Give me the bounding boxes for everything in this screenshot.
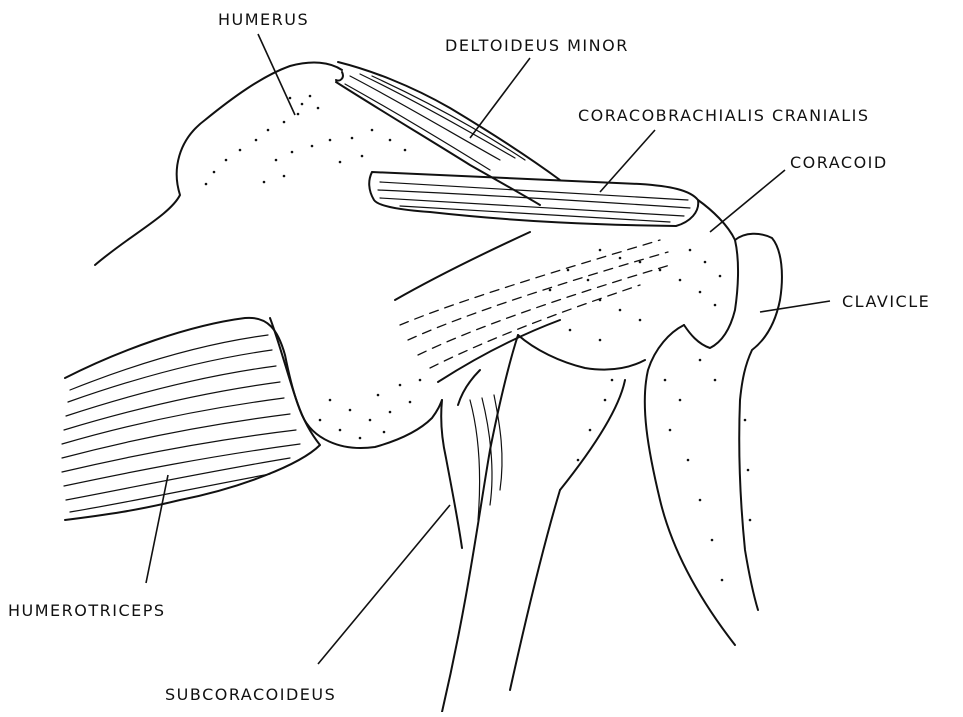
label-coracobrachialis-cranialis: CORACOBRACHIALIS CRANIALIS — [578, 108, 870, 124]
leader-coracoid — [710, 170, 785, 232]
leader-deltoideus-minor — [470, 58, 530, 138]
sternum-right-edge — [510, 490, 560, 690]
leader-humerus — [258, 34, 295, 115]
label-coracoid: CORACOID — [790, 155, 888, 171]
label-humerus: HUMERUS — [218, 12, 309, 28]
tendon-dashes — [400, 240, 670, 368]
humerus-body-outline — [270, 318, 442, 448]
tendon-band-outline — [395, 232, 560, 382]
label-humerotriceps: HUMEROTRICEPS — [8, 603, 166, 619]
coracobrachialis-muscle — [369, 172, 698, 226]
stipple-coracoid-shaft — [577, 359, 752, 582]
coracoid-shaft — [645, 325, 735, 645]
subcoracoideus-fibers — [470, 395, 502, 520]
leader-clavicle — [760, 301, 830, 312]
deltoideus-minor-fibers — [345, 74, 525, 170]
coracoid-inner-edge — [518, 335, 645, 490]
stipple-humerus-lower — [319, 379, 422, 440]
sternum-left-edge — [442, 335, 518, 712]
subcoracoideus-muscle — [441, 370, 480, 548]
label-clavicle: CLAVICLE — [842, 294, 930, 310]
clavicle-outline — [735, 234, 782, 610]
humerus-outline — [95, 63, 342, 265]
label-subcoracoideus: SUBCORACOIDEUS — [165, 687, 336, 703]
leader-lines — [146, 34, 830, 664]
leader-humerotriceps — [146, 475, 168, 583]
label-deltoideus-minor: DELTOIDEUS MINOR — [445, 38, 629, 54]
leader-subcoracoideus — [318, 505, 450, 664]
coracoid-outline — [684, 200, 738, 348]
